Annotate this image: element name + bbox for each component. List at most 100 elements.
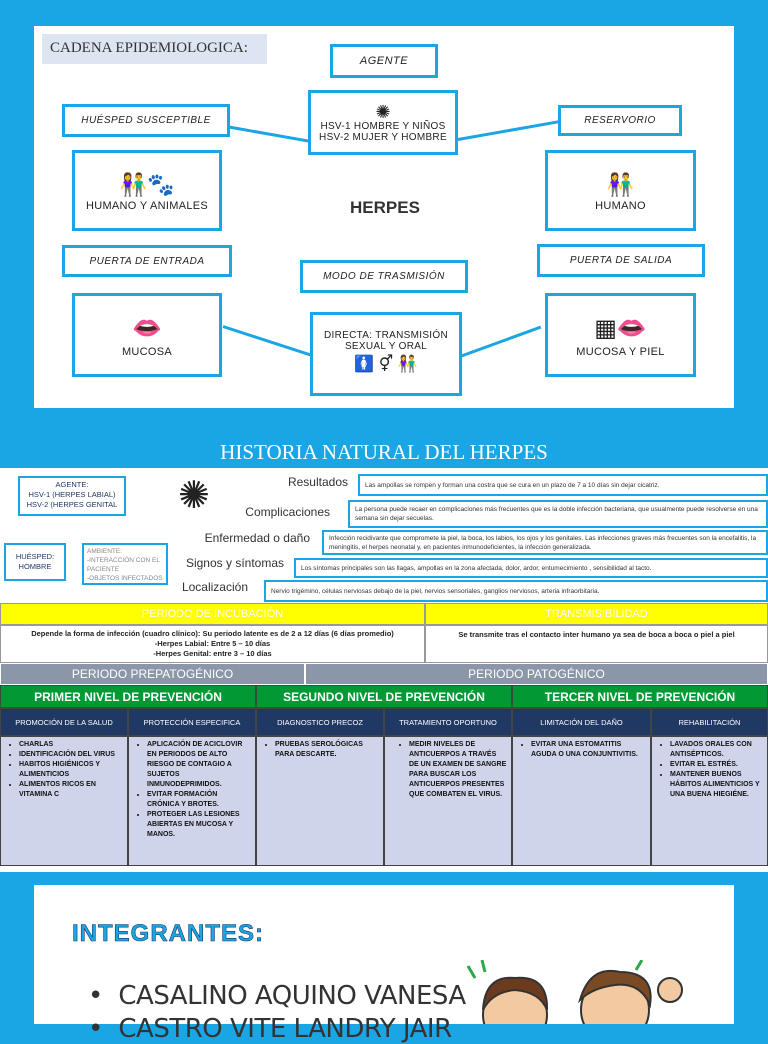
list-proteccion: APLICACIÓN DE ACICLOVIR EN PERIODOS DE A… xyxy=(133,740,251,840)
col-proteccion: APLICACIÓN DE ACICLOVIR EN PERIODOS DE A… xyxy=(128,736,256,866)
modo-line-2: SEXUAL Y ORAL xyxy=(345,341,427,352)
list-item: MANTENER BUENOS HÁBITOS ALIMENTICIOS Y U… xyxy=(670,770,763,800)
agente-info-box: AGENTE: HSV-1 (HERPES LABIAL) HSV-2 (HER… xyxy=(18,476,126,516)
sub-limitacion-text: LIMITACIÓN DEL DAÑO xyxy=(540,718,623,727)
row-text-enfermedad: Infección recidivante que compromete la … xyxy=(322,530,768,555)
nivel-1-header: PRIMER NIVEL DE PREVENCIÓN xyxy=(0,685,256,708)
huesped-box: 👫🐾 HUMANO Y ANIMALES xyxy=(72,150,222,231)
huesped-info-1: HUÉSPED: xyxy=(6,552,64,562)
list-limitacion: EVITAR UNA ESTOMATITIS AGUDA O UNA CONJU… xyxy=(517,740,646,760)
bullet-icon: • xyxy=(88,981,118,1011)
salida-label: PUERTA DE SALIDA xyxy=(537,244,705,277)
sub-tratamiento: TRATAMIENTO OPORTUNO xyxy=(384,708,512,736)
bullet-icon: • xyxy=(88,1014,118,1044)
agente-info-1: AGENTE: xyxy=(20,480,124,490)
row-text-localizacion: Nervio trigémino, células nerviosas deba… xyxy=(264,580,768,602)
list-promocion: CHARLAS IDENTIFICACIÓN DEL VIRUS HABITOS… xyxy=(5,740,123,800)
agente-info-2: HSV-1 (HERPES LABIAL) xyxy=(20,490,124,500)
people-icon: 👫 xyxy=(607,170,634,200)
nivel-2-header: SEGUNDO NIVEL DE PREVENCIÓN xyxy=(256,685,512,708)
incubacion-line-3: -Herpes Genital: entre 3 – 10 días xyxy=(153,649,271,659)
sub-tratamiento-text: TRATAMIENTO OPORTUNO xyxy=(399,718,497,727)
sub-limitacion: LIMITACIÓN DEL DAÑO xyxy=(512,708,651,736)
agente-box: ✺ HSV-1 HOMBRE Y NIÑOS HSV-2 MUJER Y HOM… xyxy=(308,90,458,155)
col-tratamiento: MEDIR NIVELES DE ANTICUERPOS A TRAVÉS DE… xyxy=(384,736,512,866)
agente-line-2: HSV-2 MUJER Y HOMBRE xyxy=(319,132,447,143)
ambiente-info-1: AMBIENTE: xyxy=(87,547,163,556)
sub-rehabilitacion-text: REHABILITACIÓN xyxy=(679,718,741,727)
entrada-box: 👄 MUCOSA xyxy=(72,293,222,377)
modo-line-1: DIRECTA: TRANSMISIÓN xyxy=(324,330,448,341)
reservorio-label: RESERVORIO xyxy=(558,105,682,136)
transmisibilidad-text-span: Se transmite tras el contacto inter huma… xyxy=(458,630,734,639)
sub-diagnostico: DIAGNOSTICO PRECOZ xyxy=(256,708,384,736)
sub-promocion: PROMOCIÓN DE LA SALUD xyxy=(0,708,128,736)
salida-label-text: PUERTA DE SALIDA xyxy=(570,255,672,266)
gender-icon: 🚺 ⚥ 👫 xyxy=(354,352,417,378)
col-promocion: CHARLAS IDENTIFICACIÓN DEL VIRUS HABITOS… xyxy=(0,736,128,866)
nivel-2-text: SEGUNDO NIVEL DE PREVENCIÓN xyxy=(283,690,485,704)
incubacion-header: PERIODO DE INCUBACIÓN xyxy=(0,603,425,625)
row-text-resultados: Las ampollas se rompen y forman una cost… xyxy=(358,474,768,496)
prepatogenico-header: PERIODO PREPATOGÉNICO xyxy=(0,663,305,685)
nivel-3-text: TERCER NIVEL DE PREVENCIÓN xyxy=(545,690,735,704)
reservorio-label-text: RESERVORIO xyxy=(584,115,656,126)
agente-line-1: HSV-1 HOMBRE Y NIÑOS xyxy=(320,121,445,132)
virus-icon: ✺ xyxy=(178,476,210,516)
patogenico-header: PERIODO PATOGÉNICO xyxy=(305,663,768,685)
modo-label-text: MODO DE TRASMISIÓN xyxy=(323,271,445,282)
integrante-2: • CASTRO VITE LANDRY JAIR xyxy=(88,1014,452,1044)
row-label-enfermedad: Enfermedad o daño xyxy=(180,531,310,545)
modo-label: MODO DE TRASMISIÓN xyxy=(300,260,468,293)
row-text-complicaciones: La persona puede recaer en complicacione… xyxy=(348,500,768,528)
agente-info-3: HSV-2 (HERPES GENITAL xyxy=(20,500,124,510)
ambiente-info-3: PACIENTE xyxy=(87,565,163,574)
huesped-info-2: HOMBRE xyxy=(6,562,64,572)
row-label-signos: Signos y síntomas xyxy=(160,556,284,570)
col-diagnostico: PRUEBAS SEROLÓGICAS PARA DESCARTE. xyxy=(256,736,384,866)
historia-title: HISTORIA NATURAL DEL HERPES xyxy=(0,432,768,468)
entrada-text: MUCOSA xyxy=(122,346,172,358)
herpes-center-label: HERPES xyxy=(330,198,440,218)
sub-proteccion-text: PROTECCIÓN ESPECIFICA xyxy=(144,718,241,727)
col-rehabilitacion: LAVADOS ORALES CON ANTISÉPTICOS. EVITAR … xyxy=(651,736,768,866)
list-item: LAVADOS ORALES CON ANTISÉPTICOS. xyxy=(670,740,763,760)
incubacion-text: Depende la forma de infección (cuadro cl… xyxy=(0,625,425,663)
incubacion-line-1: Depende la forma de infección (cuadro cl… xyxy=(31,629,394,639)
huesped-label-text: HUÉSPED SUSCEPTIBLE xyxy=(81,115,211,126)
cadena-title: CADENA EPIDEMIOLOGICA: xyxy=(42,34,267,64)
huesped-text: HUMANO Y ANIMALES xyxy=(86,200,208,212)
list-item: EVITAR EL ESTRÉS. xyxy=(670,760,763,770)
huesped-info-box: HUÉSPED: HOMBRE xyxy=(4,543,66,581)
incubacion-header-text: PERIODO DE INCUBACIÓN xyxy=(142,608,283,620)
nivel-1-text: PRIMER NIVEL DE PREVENCIÓN xyxy=(34,690,222,704)
ambiente-info-2: -INTERACCIÓN CON EL xyxy=(87,556,163,565)
agente-label-text: AGENTE xyxy=(360,55,408,67)
row-text-signos: Los síntomas principales son las llagas,… xyxy=(294,558,768,578)
cartoon-people-illustration xyxy=(460,960,690,1024)
list-item: PROTEGER LAS LESIONES ABIERTAS EN MUCOSA… xyxy=(147,810,251,840)
list-rehabilitacion: LAVADOS ORALES CON ANTISÉPTICOS. EVITAR … xyxy=(656,740,763,800)
agente-label: AGENTE xyxy=(330,44,438,78)
virus-icon: ✺ xyxy=(375,103,390,121)
salida-text: MUCOSA Y PIEL xyxy=(576,346,664,358)
list-item: CHARLAS xyxy=(19,740,123,750)
entrada-label: PUERTA DE ENTRADA xyxy=(62,245,232,277)
prepatogenico-text: PERIODO PREPATOGÉNICO xyxy=(72,667,233,681)
list-item: MEDIR NIVELES DE ANTICUERPOS A TRAVÉS DE… xyxy=(409,740,507,800)
sub-rehabilitacion: REHABILITACIÓN xyxy=(651,708,768,736)
row-label-complicaciones: Complicaciones xyxy=(210,505,330,519)
transmisibilidad-header-text: TRANSMISIBILIDAD xyxy=(545,608,648,620)
sub-proteccion: PROTECCIÓN ESPECIFICA xyxy=(128,708,256,736)
integrante-2-name: CASTRO VITE LANDRY JAIR xyxy=(118,1014,451,1044)
sub-promocion-text: PROMOCIÓN DE LA SALUD xyxy=(15,718,113,727)
ambiente-info-box: AMBIENTE: -INTERACCIÓN CON EL PACIENTE -… xyxy=(82,543,168,585)
integrante-1-name: CASALINO AQUINO VANESA xyxy=(118,981,465,1011)
huesped-label: HUÉSPED SUSCEPTIBLE xyxy=(62,104,230,137)
modo-box: DIRECTA: TRANSMISIÓN SEXUAL Y ORAL 🚺 ⚥ 👫 xyxy=(310,312,462,396)
transmisibilidad-text: Se transmite tras el contacto inter huma… xyxy=(425,625,768,663)
salida-box: ▦👄 MUCOSA Y PIEL xyxy=(545,293,696,377)
list-item: ALIMENTOS RICOS EN VITAMINA C xyxy=(19,780,123,800)
integrantes-title: INTEGRANTES: xyxy=(72,920,264,948)
list-item: PRUEBAS SEROLÓGICAS PARA DESCARTE. xyxy=(275,740,379,760)
